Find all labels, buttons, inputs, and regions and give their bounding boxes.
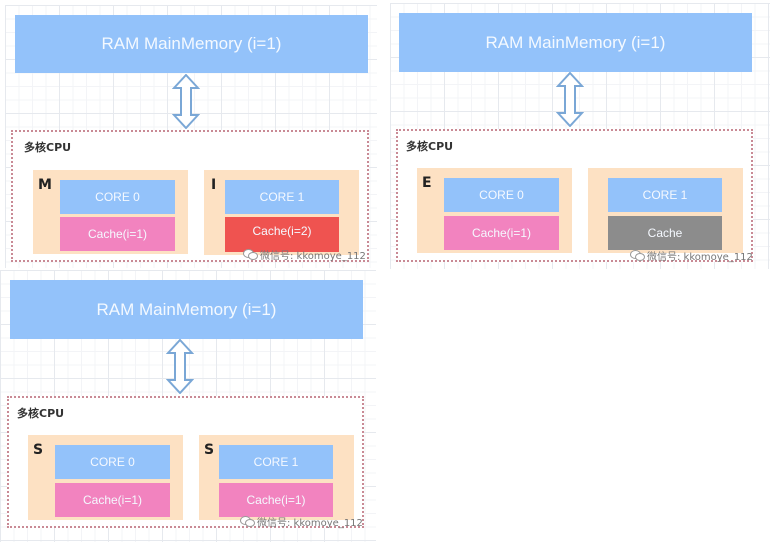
cache-label: Cache(i=1) <box>471 226 532 240</box>
watermark: 微信号: kkomoye_112 <box>243 247 366 262</box>
core-box: CORE 1 <box>608 178 722 212</box>
core-label: CORE 0 <box>95 190 140 204</box>
bidirectional-arrow-icon <box>556 72 584 127</box>
core-box: CORE 0 <box>55 445 170 479</box>
cache-box: Cache(i=1) <box>219 483 333 517</box>
watermark-text: 微信号: kkomoye_112 <box>257 518 363 529</box>
core-group-1: CORE 1 Cache <box>588 168 743 253</box>
mesi-state-label: S <box>33 442 44 458</box>
core-group-0: M CORE 0 Cache(i=1) <box>33 170 188 254</box>
wechat-icon <box>630 250 645 261</box>
watermark-text: 微信号: kkomoye_112 <box>260 251 366 262</box>
cache-box: Cache(i=1) <box>60 217 175 251</box>
main-memory-label: RAM MainMemory (i=1) <box>485 32 666 52</box>
main-memory-label: RAM MainMemory (i=1) <box>101 34 282 53</box>
mesi-state-label: M <box>38 177 52 193</box>
core-label: CORE 0 <box>90 455 135 469</box>
watermark: 微信号: kkomoye_112 <box>630 248 753 263</box>
core-group-0: E CORE 0 Cache(i=1) <box>417 168 572 253</box>
core-label: CORE 1 <box>642 188 688 202</box>
main-memory-box: RAM MainMemory (i=1) <box>10 280 363 339</box>
watermark: 微信号: kkomoye_112 <box>240 514 363 529</box>
multicore-cpu-label: 多核CPU <box>24 141 72 154</box>
core-box: CORE 0 <box>60 180 175 214</box>
core-box: CORE 1 <box>219 445 333 479</box>
cache-box: Cache(i=1) <box>444 216 559 250</box>
core-label: CORE 1 <box>253 455 299 469</box>
cache-label: Cache(i=1) <box>87 227 148 241</box>
watermark-text: 微信号: kkomoye_112 <box>647 252 753 263</box>
mesi-state-label: E <box>422 175 432 191</box>
bidirectional-arrow-icon <box>166 339 194 394</box>
wechat-icon <box>240 516 255 527</box>
multicore-cpu-label: 多核CPU <box>406 140 454 153</box>
core-group-1: I CORE 1 Cache(i=2) <box>204 170 359 255</box>
cache-box: Cache(i=2) <box>225 217 339 252</box>
main-memory-label: RAM MainMemory (i=1) <box>96 299 277 319</box>
cache-label: Cache <box>647 226 683 240</box>
bidirectional-arrow-icon <box>172 74 200 129</box>
core-box: CORE 1 <box>225 180 339 214</box>
wechat-icon <box>243 249 258 260</box>
core-label: CORE 1 <box>259 190 305 204</box>
cache-label: Cache(i=1) <box>246 493 306 507</box>
cache-box: Cache(i=1) <box>55 483 170 517</box>
cache-box: Cache <box>608 216 722 250</box>
multicore-cpu-label: 多核CPU <box>17 407 65 420</box>
core-label: CORE 0 <box>479 188 524 202</box>
core-group-1: S CORE 1 Cache(i=1) <box>199 435 354 520</box>
cache-label: Cache(i=2) <box>252 223 312 238</box>
mesi-state-label: I <box>211 177 217 193</box>
mesi-state-label: S <box>204 442 215 458</box>
core-group-0: S CORE 0 Cache(i=1) <box>28 435 183 520</box>
cache-label: Cache(i=1) <box>82 493 143 507</box>
main-memory-box: RAM MainMemory (i=1) <box>399 13 752 72</box>
main-memory-box: RAM MainMemory (i=1) <box>15 15 368 73</box>
core-box: CORE 0 <box>444 178 559 212</box>
